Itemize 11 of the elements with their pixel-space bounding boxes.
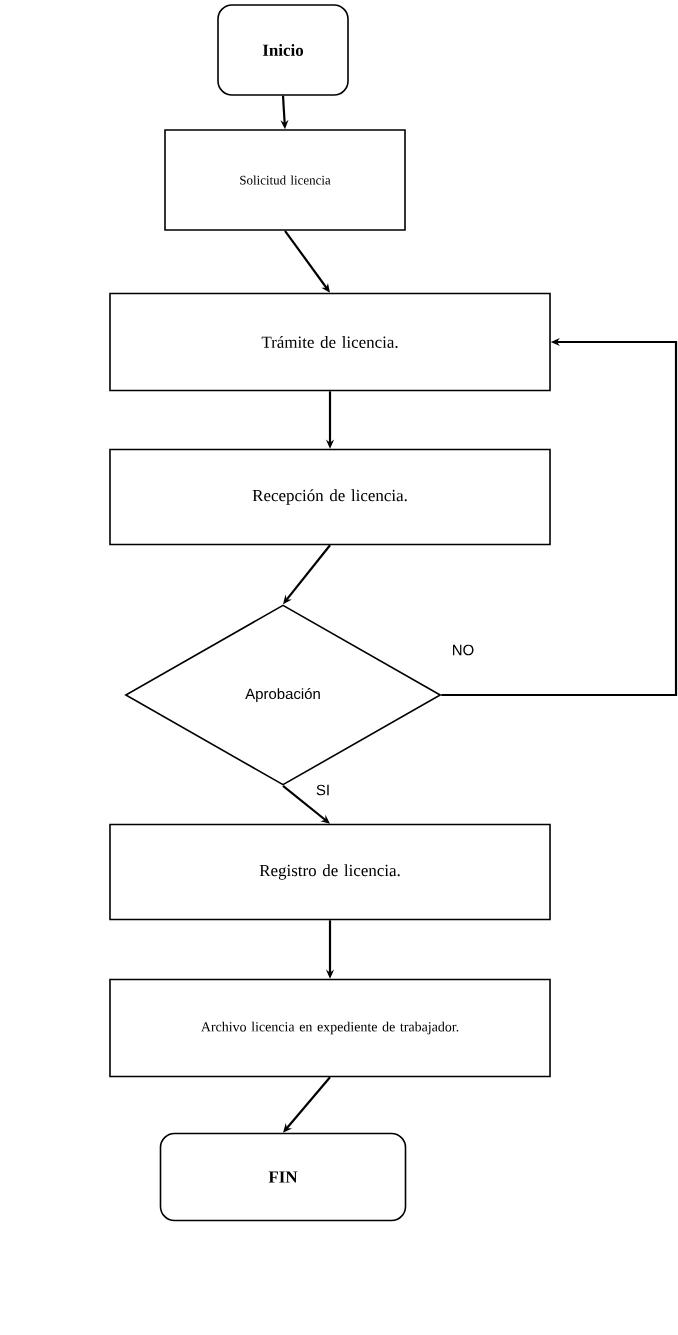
process-box: Solicitud licencia <box>164 129 406 231</box>
process-box: Archivo licencia en expediente de trabajador. <box>109 978 551 1078</box>
edge-label: SI <box>314 783 332 797</box>
process-box: Trámite de licencia. <box>109 292 551 392</box>
start-terminal: Inicio <box>217 4 349 96</box>
edge-label: NO <box>450 643 476 657</box>
process-box: Registro de licencia. <box>109 823 551 921</box>
end-terminal: FIN <box>159 1132 407 1222</box>
arrow <box>282 784 330 824</box>
process-box: Recepción de licencia. <box>109 448 551 546</box>
arrow <box>283 1076 331 1133</box>
